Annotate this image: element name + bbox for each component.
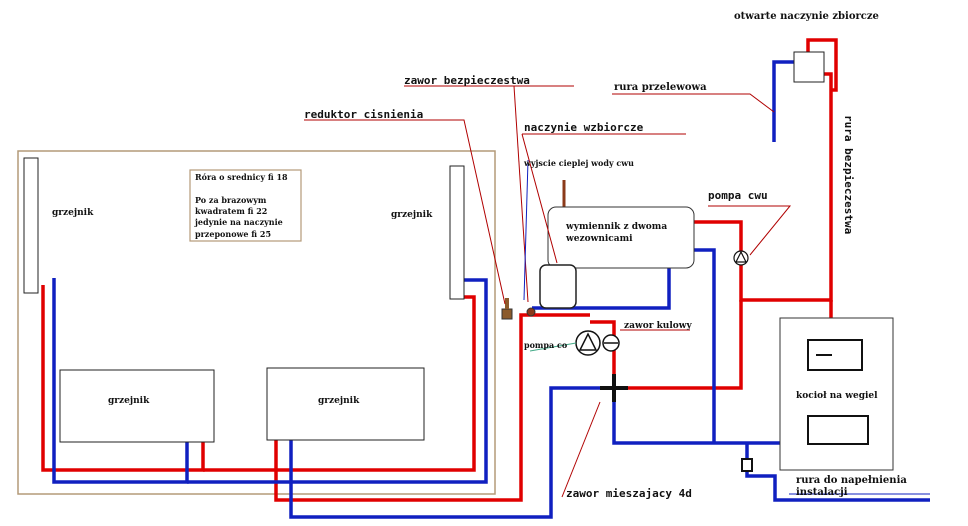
leader-lines <box>304 85 792 498</box>
safety-valve-label: zawor bezpieczestwa <box>404 74 530 87</box>
radiator-left-vertical-label: grzejnik <box>52 208 94 218</box>
note-line-5: przeponowe fi 25 <box>195 229 271 239</box>
pressure-reducer <box>501 298 513 320</box>
radiator-bottom-left-label: grzejnik <box>108 396 150 406</box>
pipe-diameter-note: Róra o srednicy fi 18 Po za brazowym kwa… <box>189 169 302 242</box>
note-line-1: Róra o srednicy fi 18 <box>195 172 288 182</box>
fill-valve <box>741 458 753 472</box>
radiator-bottom-middle: grzejnik <box>266 367 425 441</box>
note-line-4: jedynie na naczynie <box>194 217 283 227</box>
open-expansion-tank <box>793 51 825 83</box>
note-line-3: kwadratem fi 22 <box>195 206 267 216</box>
safety-pipe-label: rura bezpieczestwa <box>842 115 855 234</box>
heat-exchanger-label-2: wezownicami <box>565 234 633 244</box>
fill-pipe-label-1: rura do napełnienia <box>796 475 907 486</box>
coal-boiler: kocioł na wegiel <box>779 317 894 471</box>
hot-water-outlet-label: wyjscie cieplej wody cwu <box>523 158 634 168</box>
ball-valve-label: zawor kulowy <box>624 321 693 331</box>
heat-exchanger: wymiennik z dwoma wezownicami <box>547 206 695 269</box>
outlet-leader <box>523 159 529 301</box>
ball-valve <box>602 334 620 352</box>
radiator-right-vertical-label: grzejnik <box>391 210 433 220</box>
fill-pipe-label-2: instalacji <box>796 487 848 498</box>
hot-pipes <box>41 38 838 502</box>
ch-pump-label: pompa co <box>524 340 568 350</box>
radiator-left-vertical: grzejnik <box>23 157 94 294</box>
open-tank-label: otwarte naczynie zbiorcze <box>734 11 879 22</box>
expansion-vessel <box>539 264 577 309</box>
note-line-2: Po za brazowym <box>195 195 267 205</box>
expansion-vessel-label: naczynie wzbiorcze <box>524 121 644 134</box>
mixing-valve <box>600 374 628 402</box>
dhw-pump <box>733 250 749 266</box>
radiator-bottom-middle-label: grzejnik <box>318 396 360 406</box>
safety-valve <box>526 307 536 317</box>
overflow-pipe-label: rura przelewowa <box>614 82 707 93</box>
pressure-reducer-label: reduktor cisnienia <box>304 108 423 121</box>
radiator-right-vertical: grzejnik <box>391 165 465 300</box>
ch-pump-leader <box>529 342 577 352</box>
dhw-pump-label: pompa cwu <box>708 189 768 202</box>
boiler-label: kocioł na wegiel <box>796 391 878 401</box>
ch-pump <box>575 330 601 356</box>
mixing-valve-label: zawor mieszajacy 4d <box>566 487 692 500</box>
radiator-bottom-left: grzejnik <box>59 369 215 443</box>
room-outline <box>17 150 496 495</box>
heat-exchanger-label-1: wymiennik z dwoma <box>565 222 667 232</box>
